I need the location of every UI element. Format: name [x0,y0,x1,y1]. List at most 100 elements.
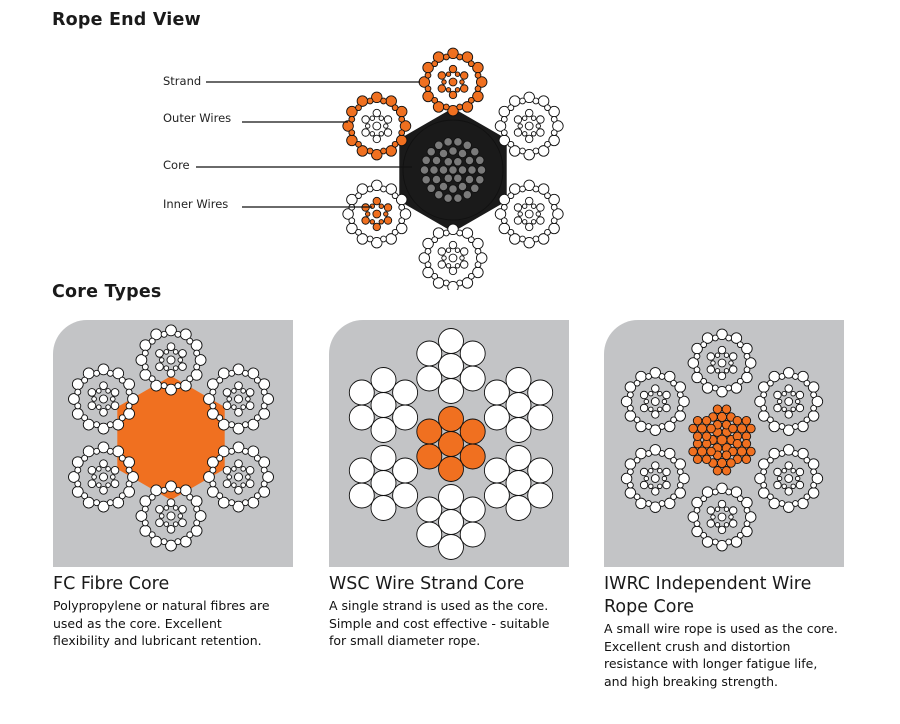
core-wire [421,155,431,165]
inner-wire [158,357,165,363]
inner-wire [531,219,537,225]
outer-wire [416,365,443,392]
rope-end-view-heading: Rope End View [52,10,201,30]
filler-wire [366,235,374,243]
centre-wire [524,121,534,131]
centre-wire [372,209,382,219]
inner-wire [454,247,461,253]
filler-wire [431,272,439,280]
filler-wire [693,352,701,360]
inner-wire [437,260,446,269]
inner-wire [178,362,187,371]
inner-wire [648,406,654,412]
filler-wire [760,404,768,412]
core-wire [716,411,728,423]
core-wire [476,165,487,175]
filler-wire [633,379,641,387]
filler-wire [507,104,515,112]
filler-wire [760,391,768,399]
core-wire [457,148,468,159]
outer-wire [348,482,375,509]
filler-wire [148,531,156,539]
outer-wire [782,501,795,513]
outer-wire [527,457,554,484]
outer-wire [716,539,728,552]
inner-wire [790,483,796,489]
filler-wire [241,447,249,455]
filler-wire [260,466,268,474]
inner-wires-strand [342,179,412,249]
inner-wire [525,108,534,118]
inner-wire [651,410,660,419]
filler-wire [424,85,432,93]
inner-wire [369,115,375,121]
outer-wire [194,510,207,522]
filler-wire [141,349,149,357]
outer-wire [483,482,510,509]
core-wire [721,450,732,460]
inner-wire [234,459,243,468]
filler-wire [676,481,684,489]
outer-wire [392,482,419,509]
outer-wire [505,445,532,471]
centre-wire [438,509,464,535]
filler-wire [676,404,684,412]
core-wire [426,147,436,157]
filler-wire [193,349,201,357]
outer-wire [438,328,464,354]
inner-wire [226,474,232,480]
inner-wire [513,115,523,124]
filler-wire [216,454,224,462]
inner-wire [96,466,102,472]
filler-wire [141,363,149,371]
outer-wire [552,120,564,132]
strand-label: Strand [163,74,202,88]
core-wire [421,175,431,185]
outer-wire [438,378,464,404]
filler-wire [676,391,684,399]
outer-wire [459,443,486,470]
outer-wire [232,441,245,454]
filler-wire [186,493,194,501]
core-wire [453,193,463,203]
strand [620,444,690,513]
strand [203,441,274,513]
centre-wire [99,472,108,482]
inner-wire [525,196,534,206]
inner-wire [706,506,715,515]
inner-wire [513,216,523,225]
inner-wire [231,466,237,472]
inner-wire [448,240,458,250]
core-wire [701,454,712,465]
inner-wire [795,403,805,413]
inner-wire [365,123,371,129]
filler-wire [431,60,439,68]
filler-wire [778,373,786,380]
outer-wire [416,496,443,523]
inner-wire [87,479,97,488]
inner-wire [723,522,730,528]
inner-wire [383,128,393,137]
core-wire [443,173,453,183]
inner-wire [535,123,541,129]
filler-wire [474,85,482,93]
filler-wire [209,388,217,396]
filler-wire [228,447,236,455]
inner-wire [662,467,671,477]
filler-wire [74,388,82,396]
filler-wire [106,447,114,455]
core-wire [475,155,485,165]
filler-wire [380,147,387,155]
inner-wire [657,468,663,474]
inner-wire [639,480,649,490]
outer-wire [370,445,397,471]
filler-wire [645,500,652,507]
filler-wire [74,480,82,488]
inner-wire [437,247,446,256]
outer-wire [418,252,431,264]
filler-wire [355,228,362,236]
filler-wire [355,104,362,112]
filler-wire [743,520,751,528]
filler-wire [380,235,387,243]
core-wire [732,415,743,426]
